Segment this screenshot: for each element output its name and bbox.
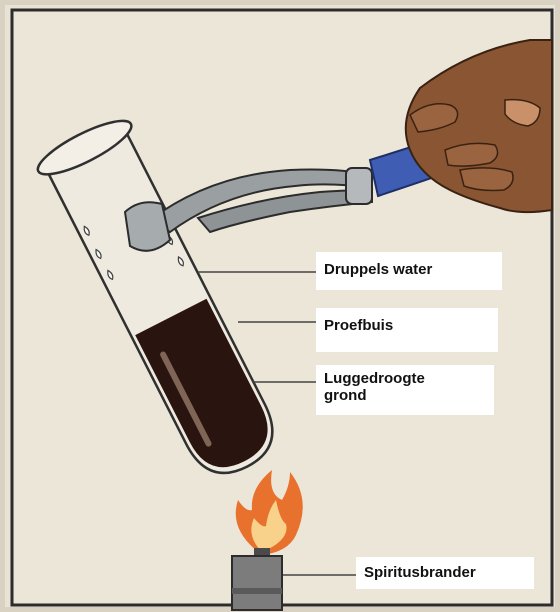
- label-water-droplets-text: Druppels water: [324, 261, 432, 278]
- label-water-droplets: Druppels water: [316, 252, 502, 290]
- label-spirit-burner: Spiritusbrander: [356, 557, 534, 589]
- hand-finger-1: [445, 143, 498, 166]
- label-dried-soil: Luggedroogte grond: [316, 365, 494, 415]
- burner-icon: [232, 548, 282, 610]
- label-dried-soil-line1: Luggedroogte: [324, 370, 486, 387]
- label-dried-soil-line2: grond: [324, 387, 486, 404]
- burner-band: [232, 588, 282, 594]
- label-spirit-burner-text: Spiritusbrander: [364, 564, 476, 581]
- burner-body: [232, 556, 282, 610]
- label-test-tube: Proefbuis: [316, 308, 498, 352]
- tongs-jaw: [125, 202, 170, 251]
- hand-finger-2: [460, 168, 513, 191]
- tongs-hinge: [346, 168, 372, 204]
- label-test-tube-text: Proefbuis: [324, 317, 393, 334]
